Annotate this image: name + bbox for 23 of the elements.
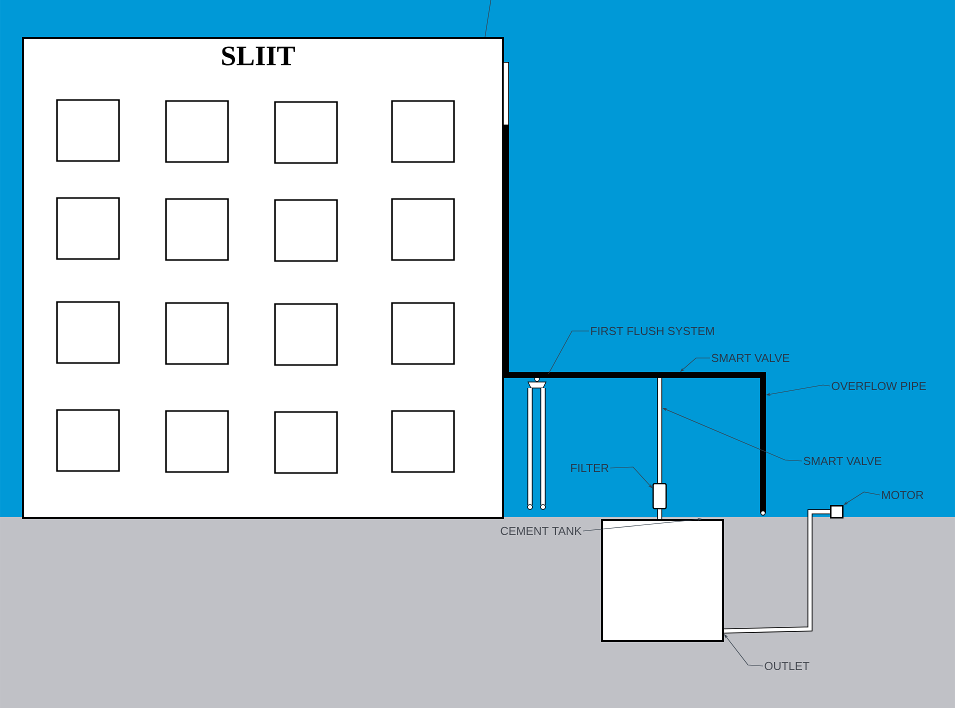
leader-line: [724, 634, 764, 666]
pipe: [657, 378, 662, 483]
callout-label: SMART VALVE: [804, 456, 882, 466]
filter: [652, 483, 667, 510]
pipe: [657, 509, 662, 519]
callout-label: OUTLET: [764, 662, 810, 670]
leader-line: [484, 0, 492, 38]
callout-label: FILTER: [571, 464, 608, 472]
callout-label: FIRST FLUSH SYSTEM: [591, 326, 714, 336]
leader-line: [548, 330, 590, 374]
overflow-pipe: [760, 378, 766, 516]
downpipe: [503, 62, 509, 372]
callout-label: MOTOR: [882, 490, 924, 500]
motor: [830, 505, 844, 518]
callout-label: OVERFLOW PIPE: [832, 382, 926, 390]
leader-line: [844, 492, 880, 505]
leader-line: [680, 358, 710, 372]
callout-label: SMART VALVE: [712, 354, 790, 362]
tank: [601, 519, 724, 642]
pipe: [724, 509, 830, 634]
first-flush-device: [527, 376, 547, 510]
building: SLIIT: [22, 37, 504, 519]
callout-label: CEMENT TANK: [500, 526, 582, 536]
